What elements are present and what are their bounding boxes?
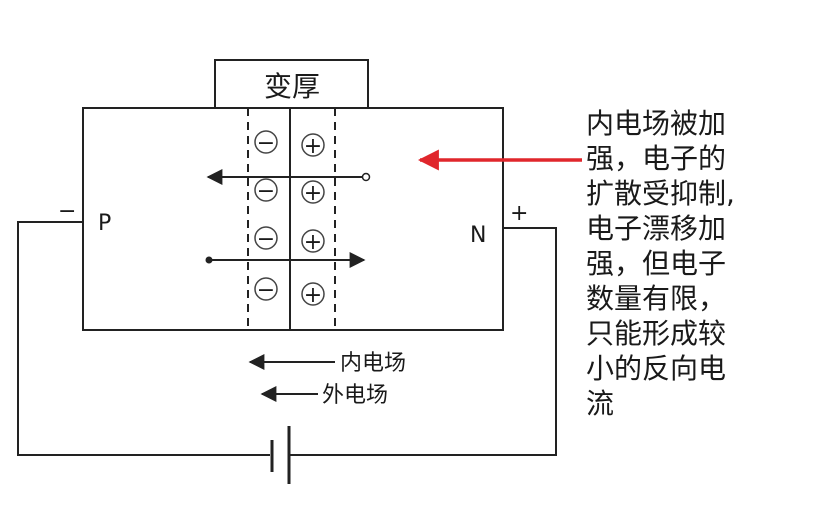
annotation-line: 只能形成较 xyxy=(586,317,727,350)
plus-terminal-label: + xyxy=(510,201,528,226)
minus-terminal-label: − xyxy=(58,199,76,224)
n-region-label: N xyxy=(470,223,486,248)
annotation-line: 小的反向电 xyxy=(586,352,727,385)
annotation-line: 强，但电子 xyxy=(586,247,727,280)
annotation-line: 内电场被加 xyxy=(586,107,727,140)
battery-icon xyxy=(270,426,291,484)
negative-ion: − xyxy=(254,277,278,303)
positive-ion-sign: + xyxy=(304,230,322,255)
circuit-wire-right xyxy=(290,227,557,456)
positive-ion-sign: + xyxy=(304,283,322,308)
thickened-label: 变厚 xyxy=(264,70,320,103)
negative-ion-column: − − − − xyxy=(254,130,278,303)
circuit-wire-left xyxy=(17,221,270,456)
positive-ion: + xyxy=(301,229,325,255)
annotation-line: 电子漂移加 xyxy=(586,212,727,245)
annotation-line: 扩散受抑制, xyxy=(586,177,735,210)
annotation-line: 数量有限， xyxy=(586,282,727,315)
annotation-line: 流 xyxy=(586,387,615,420)
negative-ion-sign: − xyxy=(257,131,275,156)
negative-ion-sign: − xyxy=(257,278,275,303)
negative-ion: − xyxy=(254,130,278,156)
thickened-bracket xyxy=(214,59,369,108)
annotation-line: 强，电子的 xyxy=(586,142,727,175)
positive-ion: + xyxy=(301,180,325,206)
electron-dot xyxy=(205,256,213,264)
hole-dot xyxy=(361,172,371,182)
positive-ion-column: + + + + xyxy=(301,133,325,308)
pn-junction-block xyxy=(82,107,504,331)
negative-ion-sign: − xyxy=(257,179,275,204)
negative-ion-sign: − xyxy=(257,227,275,252)
inner-field-label: 内电场 xyxy=(340,351,406,376)
positive-ion-sign: + xyxy=(304,134,322,159)
annotation-text: 内电场被加 强，电子的 扩散受抑制, 电子漂移加 强，但电子 数量有限， 只能形… xyxy=(586,106,801,421)
positive-ion: + xyxy=(301,133,325,159)
negative-ion: − xyxy=(254,178,278,204)
positive-ion: + xyxy=(301,282,325,308)
outer-field-label: 外电场 xyxy=(322,383,388,408)
negative-ion: − xyxy=(254,226,278,252)
positive-ion-sign: + xyxy=(304,181,322,206)
p-region-label: P xyxy=(98,211,111,236)
